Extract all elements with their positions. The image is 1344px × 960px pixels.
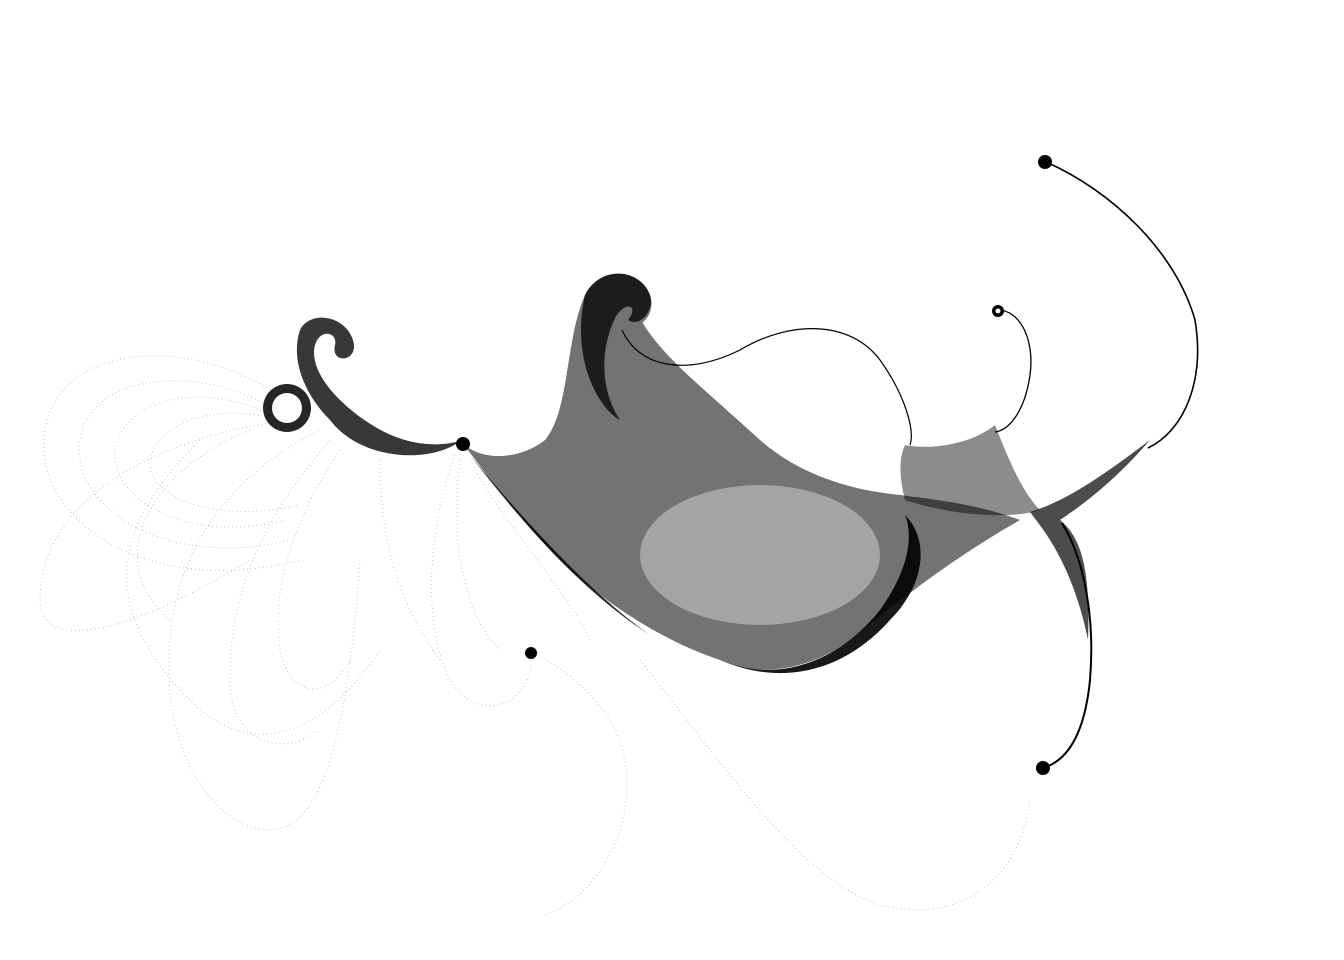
tendrils: [994, 161, 1199, 769]
anchor-dot-top-right: [1038, 155, 1052, 169]
eye-ring: [263, 384, 311, 432]
top-thin-curl: [621, 328, 912, 446]
anchor-dots: [456, 155, 1052, 775]
right-web: [900, 425, 1150, 640]
anchor-dot-bottom-right: [1036, 761, 1050, 775]
left-wave-crest: [296, 317, 462, 456]
faint-loop-field: [39, 355, 1031, 916]
main-body-mass: [462, 273, 1020, 674]
anchor-dot-curl-inner: [995, 308, 1001, 314]
anchor-dot-neck: [456, 437, 470, 451]
anchor-dot-lower: [525, 647, 537, 659]
